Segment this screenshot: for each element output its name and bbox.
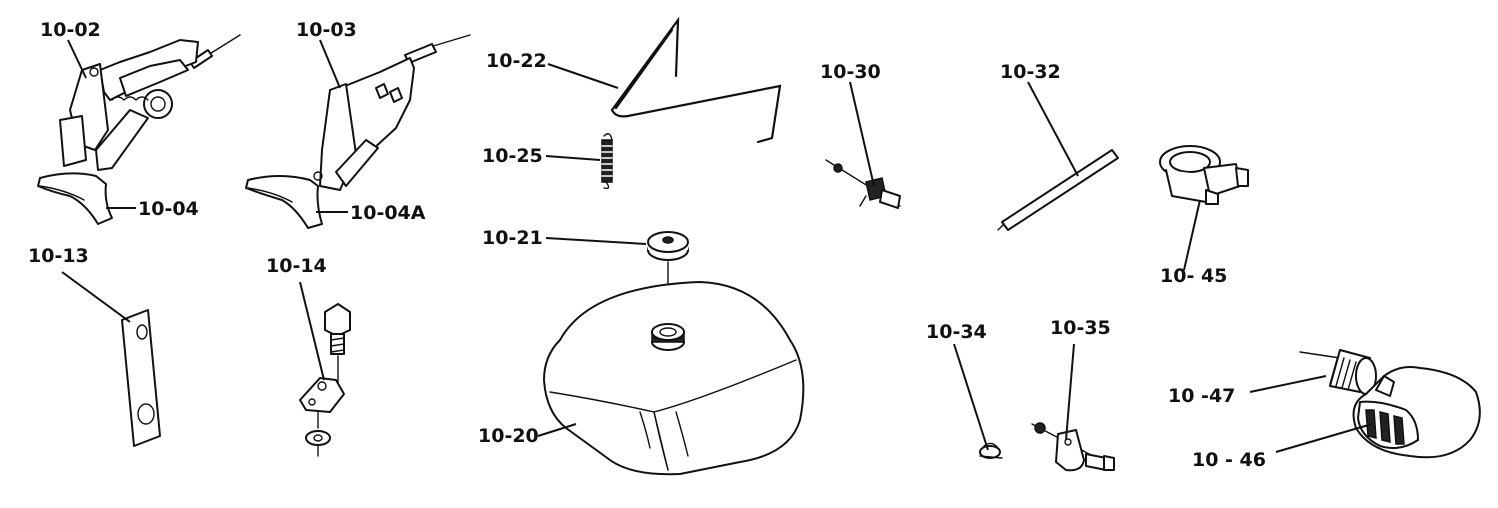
label-10-13: 10-13 <box>28 245 89 267</box>
tension-spring <box>601 133 613 190</box>
leader-10-34 <box>953 343 989 451</box>
leader-10-20 <box>537 423 577 437</box>
label-10-02: 10-02 <box>40 19 101 41</box>
leader-10-32 <box>1027 81 1079 177</box>
cable-adjuster <box>825 159 901 209</box>
label-10-30: 10-30 <box>820 61 881 83</box>
label-10-04a: 10-04A <box>350 202 426 224</box>
label-10-32: 10-32 <box>1000 61 1061 83</box>
retaining-clip <box>979 442 1003 459</box>
label-10-20: 10-20 <box>478 425 539 447</box>
leader-10-03 <box>319 39 341 89</box>
leader-10-14 <box>299 281 325 381</box>
throttle-pedal-assembly-left <box>37 34 241 225</box>
leader-10-13 <box>61 271 131 323</box>
fuel-tank <box>543 281 805 476</box>
bolt-bracket-kit <box>299 303 351 457</box>
straight-rod <box>997 149 1119 231</box>
leader-10-45 <box>1183 199 1201 271</box>
leader-10-21 <box>545 237 647 245</box>
label-10-35: 10-35 <box>1050 317 1111 339</box>
adapter-sleeve <box>1299 349 1377 395</box>
leader-10-02 <box>67 39 87 79</box>
label-10-03: 10-03 <box>296 19 357 41</box>
leader-10-22 <box>547 63 619 89</box>
label-10-04: 10-04 <box>138 198 199 220</box>
leader-10-35 <box>1065 343 1075 441</box>
leader-10-47 <box>1249 375 1327 393</box>
leader-10-46 <box>1275 423 1373 453</box>
label-10-21: 10-21 <box>482 227 543 249</box>
throttle-pedal-assembly-right <box>245 34 471 229</box>
label-10-45: 10- 45 <box>1160 265 1227 287</box>
swivel-connector <box>1031 422 1115 472</box>
label-10-47: 10 -47 <box>1168 385 1235 407</box>
strap-plate <box>121 309 161 447</box>
label-10-25: 10-25 <box>482 145 543 167</box>
grommet <box>647 231 689 261</box>
label-10-34: 10-34 <box>926 321 987 343</box>
leader-10-30 <box>849 81 875 187</box>
label-10-46: 10 - 46 <box>1192 449 1266 471</box>
pipe-clamp <box>1159 145 1249 205</box>
label-10-22: 10-22 <box>486 50 547 72</box>
leader-10-25 <box>545 155 601 161</box>
wire-rod <box>610 16 782 144</box>
label-10-14: 10-14 <box>266 255 327 277</box>
